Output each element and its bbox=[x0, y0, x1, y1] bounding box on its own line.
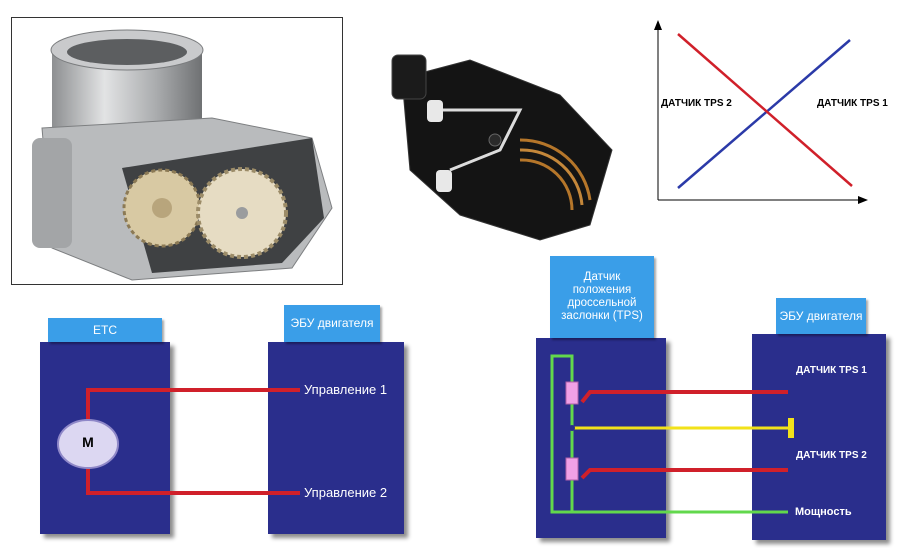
ecu-block-left bbox=[268, 342, 404, 534]
control-1-label: Управление 1 bbox=[304, 382, 388, 397]
tps2-label: ДАТЧИК TPS 2 bbox=[796, 450, 867, 461]
graph-y-axis-arrow bbox=[654, 20, 662, 30]
power-label: Мощность bbox=[795, 506, 852, 518]
throttle-body-photo-frame bbox=[11, 17, 343, 285]
tps1-resistor bbox=[565, 381, 579, 405]
tps2-resistor bbox=[565, 457, 579, 481]
tps2-signal-wire bbox=[580, 468, 788, 480]
tps2-line bbox=[677, 33, 853, 187]
control-1-wire bbox=[86, 388, 300, 420]
graph-x-axis-arrow bbox=[858, 196, 868, 204]
tps1-label: ДАТЧИК TPS 1 bbox=[796, 365, 867, 376]
control-2-wire bbox=[86, 468, 300, 495]
tps-tab: Датчик положения дроссельной заслонки (T… bbox=[550, 256, 654, 338]
tps1-line bbox=[677, 39, 851, 189]
ecu-tab-left: ЭБУ двигателя bbox=[284, 305, 380, 342]
ecu-tab-right: ЭБУ двигателя bbox=[776, 298, 866, 334]
graph-label-tps2: ДАТЧИК TPS 2 bbox=[661, 98, 732, 109]
throttle-body-illustration bbox=[32, 29, 333, 281]
motor-label: M bbox=[82, 434, 94, 450]
ground-junction bbox=[569, 425, 575, 431]
motor-circle bbox=[57, 419, 119, 469]
etc-tab: ETC bbox=[48, 318, 162, 342]
tps-block bbox=[536, 338, 666, 538]
tps1-signal-wire bbox=[580, 390, 788, 404]
graph-label-tps1: ДАТЧИК TPS 1 bbox=[817, 98, 888, 109]
ground-terminal bbox=[788, 418, 794, 438]
control-2-label: Управление 2 bbox=[304, 485, 388, 500]
power-loop-wire bbox=[550, 354, 574, 514]
ecu-block-right bbox=[752, 334, 886, 540]
